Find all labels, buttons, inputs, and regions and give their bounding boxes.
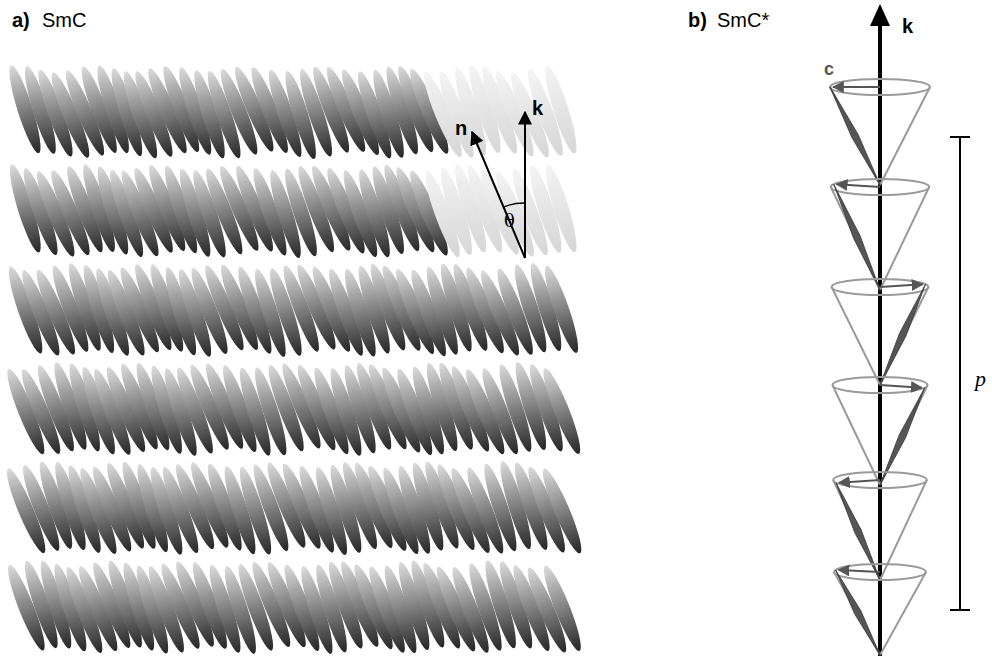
- phase-name: SmC*: [717, 10, 769, 30]
- normal-label: k: [532, 98, 543, 118]
- molecule: [538, 366, 586, 457]
- molecule: [540, 63, 582, 155]
- cone-rim: [830, 79, 930, 95]
- helix-cones: [830, 4, 930, 656]
- c-director: [839, 480, 880, 483]
- tilt-angle: θ: [504, 212, 515, 230]
- c-director-label: c: [824, 60, 834, 78]
- molecule-layers: [1, 63, 587, 656]
- c-director: [837, 184, 880, 187]
- molecule: [540, 162, 581, 254]
- molecule: [880, 284, 925, 385]
- normal-label: k: [902, 16, 913, 36]
- pitch-label: p: [975, 368, 986, 390]
- molecule: [880, 388, 925, 485]
- cone-rim: [834, 564, 926, 580]
- molecule: [538, 563, 586, 654]
- c-director: [880, 284, 922, 287]
- cone-edge: [880, 572, 926, 655]
- panel-label: b): [688, 10, 707, 30]
- director-label: n: [455, 118, 467, 138]
- panel-label: a): [12, 10, 30, 30]
- tilt-inset: [472, 112, 525, 258]
- cone-rim: [832, 377, 927, 393]
- arrow-head: [870, 4, 890, 26]
- cone-edge: [880, 385, 928, 485]
- cone-rim: [831, 179, 929, 195]
- cone-edge: [830, 87, 880, 185]
- cone-edge: [880, 187, 929, 290]
- molecule: [539, 263, 583, 355]
- cone-edge: [832, 287, 880, 385]
- cone-edge: [832, 385, 880, 485]
- layer-normal-axis: [878, 22, 882, 656]
- c-director: [839, 570, 880, 572]
- molecule: [830, 87, 880, 185]
- pitch-bracket: [950, 137, 970, 610]
- cone-edge: [880, 87, 930, 185]
- cone-rim: [833, 472, 927, 488]
- c-director: [880, 385, 922, 388]
- phase-name: SmC: [42, 10, 86, 30]
- c-director: [833, 86, 880, 88]
- molecule: [834, 184, 880, 290]
- cone-rim: [832, 279, 929, 295]
- molecule: [836, 570, 880, 655]
- molecule: [537, 466, 587, 557]
